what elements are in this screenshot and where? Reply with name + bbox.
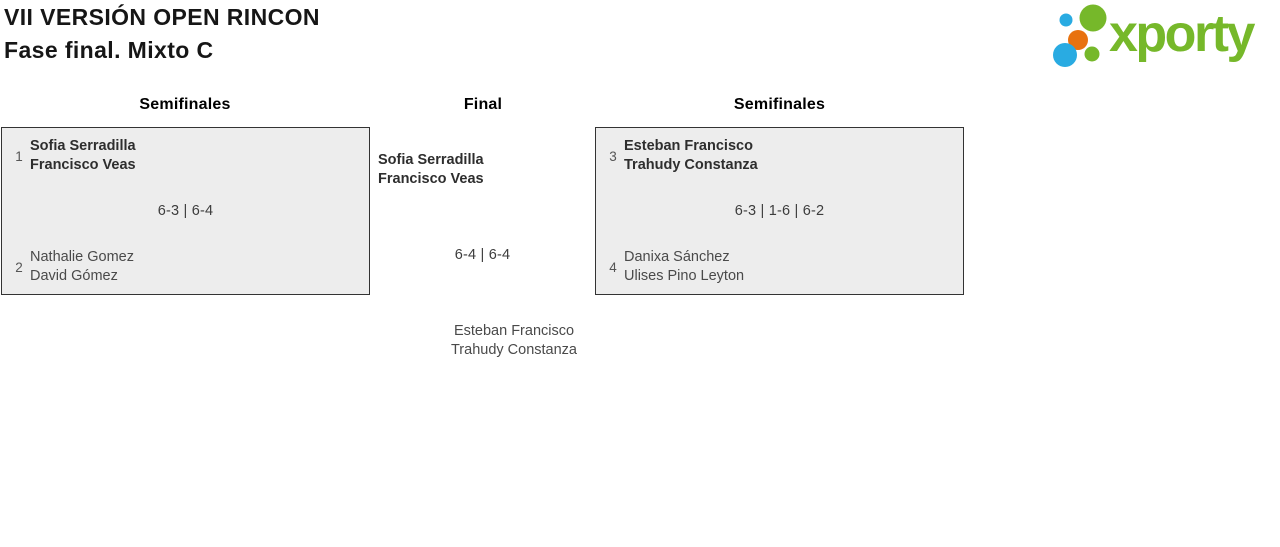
player-name: Esteban Francisco bbox=[624, 138, 753, 154]
round-header-semifinals-right: Semifinales bbox=[733, 96, 826, 113]
team-row: 4 Danixa Sánchez Ulises Pino Leyton bbox=[602, 248, 957, 286]
player-name: Ulises Pino Leyton bbox=[624, 268, 745, 284]
match-semifinal-right: 3 Esteban Francisco Trahudy Constanza 6-… bbox=[595, 127, 964, 295]
team-players-winner: Sofia Serradilla Francisco Veas bbox=[30, 137, 136, 175]
team-row: 1 Sofia Serradilla Francisco Veas bbox=[8, 137, 363, 175]
round-header-semifinals-left: Semifinales bbox=[139, 96, 231, 113]
team-players: Nathalie Gomez David Gómez bbox=[30, 248, 134, 286]
phase-subtitle: Fase final. Mixto C bbox=[4, 37, 214, 63]
seed-number: 4 bbox=[609, 259, 617, 275]
match-score: 6-3 | 6-4 bbox=[157, 203, 214, 219]
xporty-logo[interactable]: xporty bbox=[1051, 2, 1279, 74]
xporty-dots-icon bbox=[1053, 4, 1107, 67]
tournament-title: VII VERSIÓN OPEN RINCON bbox=[4, 4, 320, 30]
player-name: Danixa Sánchez bbox=[624, 249, 730, 265]
team-players: Danixa Sánchez Ulises Pino Leyton bbox=[624, 248, 744, 286]
player-name: Sofia Serradilla bbox=[30, 138, 136, 154]
page-title-block: VII VERSIÓN OPEN RINCON Fase final. Mixt… bbox=[4, 1, 320, 67]
final-team-bottom: Esteban Francisco Trahudy Constanza bbox=[404, 322, 624, 360]
player-name: Trahudy Constanza bbox=[450, 342, 577, 358]
seed-number: 3 bbox=[609, 148, 617, 164]
match-score: 6-3 | 1-6 | 6-2 bbox=[734, 203, 825, 219]
team-row: 3 Esteban Francisco Trahudy Constanza bbox=[602, 137, 957, 175]
xporty-wordmark: xporty bbox=[1109, 5, 1255, 63]
player-name: Francisco Veas bbox=[378, 171, 484, 187]
player-name: Nathalie Gomez bbox=[30, 249, 134, 265]
round-header-final: Final bbox=[463, 96, 503, 113]
player-name: Francisco Veas bbox=[30, 157, 136, 173]
player-name: Trahudy Constanza bbox=[624, 157, 758, 173]
seed-number: 1 bbox=[15, 148, 23, 164]
player-name: Sofia Serradilla bbox=[378, 152, 484, 168]
team-row: 2 Nathalie Gomez David Gómez bbox=[8, 248, 363, 286]
final-match-score: 6-4 | 6-4 bbox=[454, 247, 511, 263]
final-team-top: Sofia Serradilla Francisco Veas bbox=[378, 151, 484, 189]
match-semifinal-left: 1 Sofia Serradilla Francisco Veas 6-3 | … bbox=[1, 127, 370, 295]
player-name: David Gómez bbox=[30, 268, 118, 284]
seed-number: 2 bbox=[15, 259, 23, 275]
player-name: Esteban Francisco bbox=[453, 323, 575, 339]
team-players-winner: Esteban Francisco Trahudy Constanza bbox=[624, 137, 758, 175]
